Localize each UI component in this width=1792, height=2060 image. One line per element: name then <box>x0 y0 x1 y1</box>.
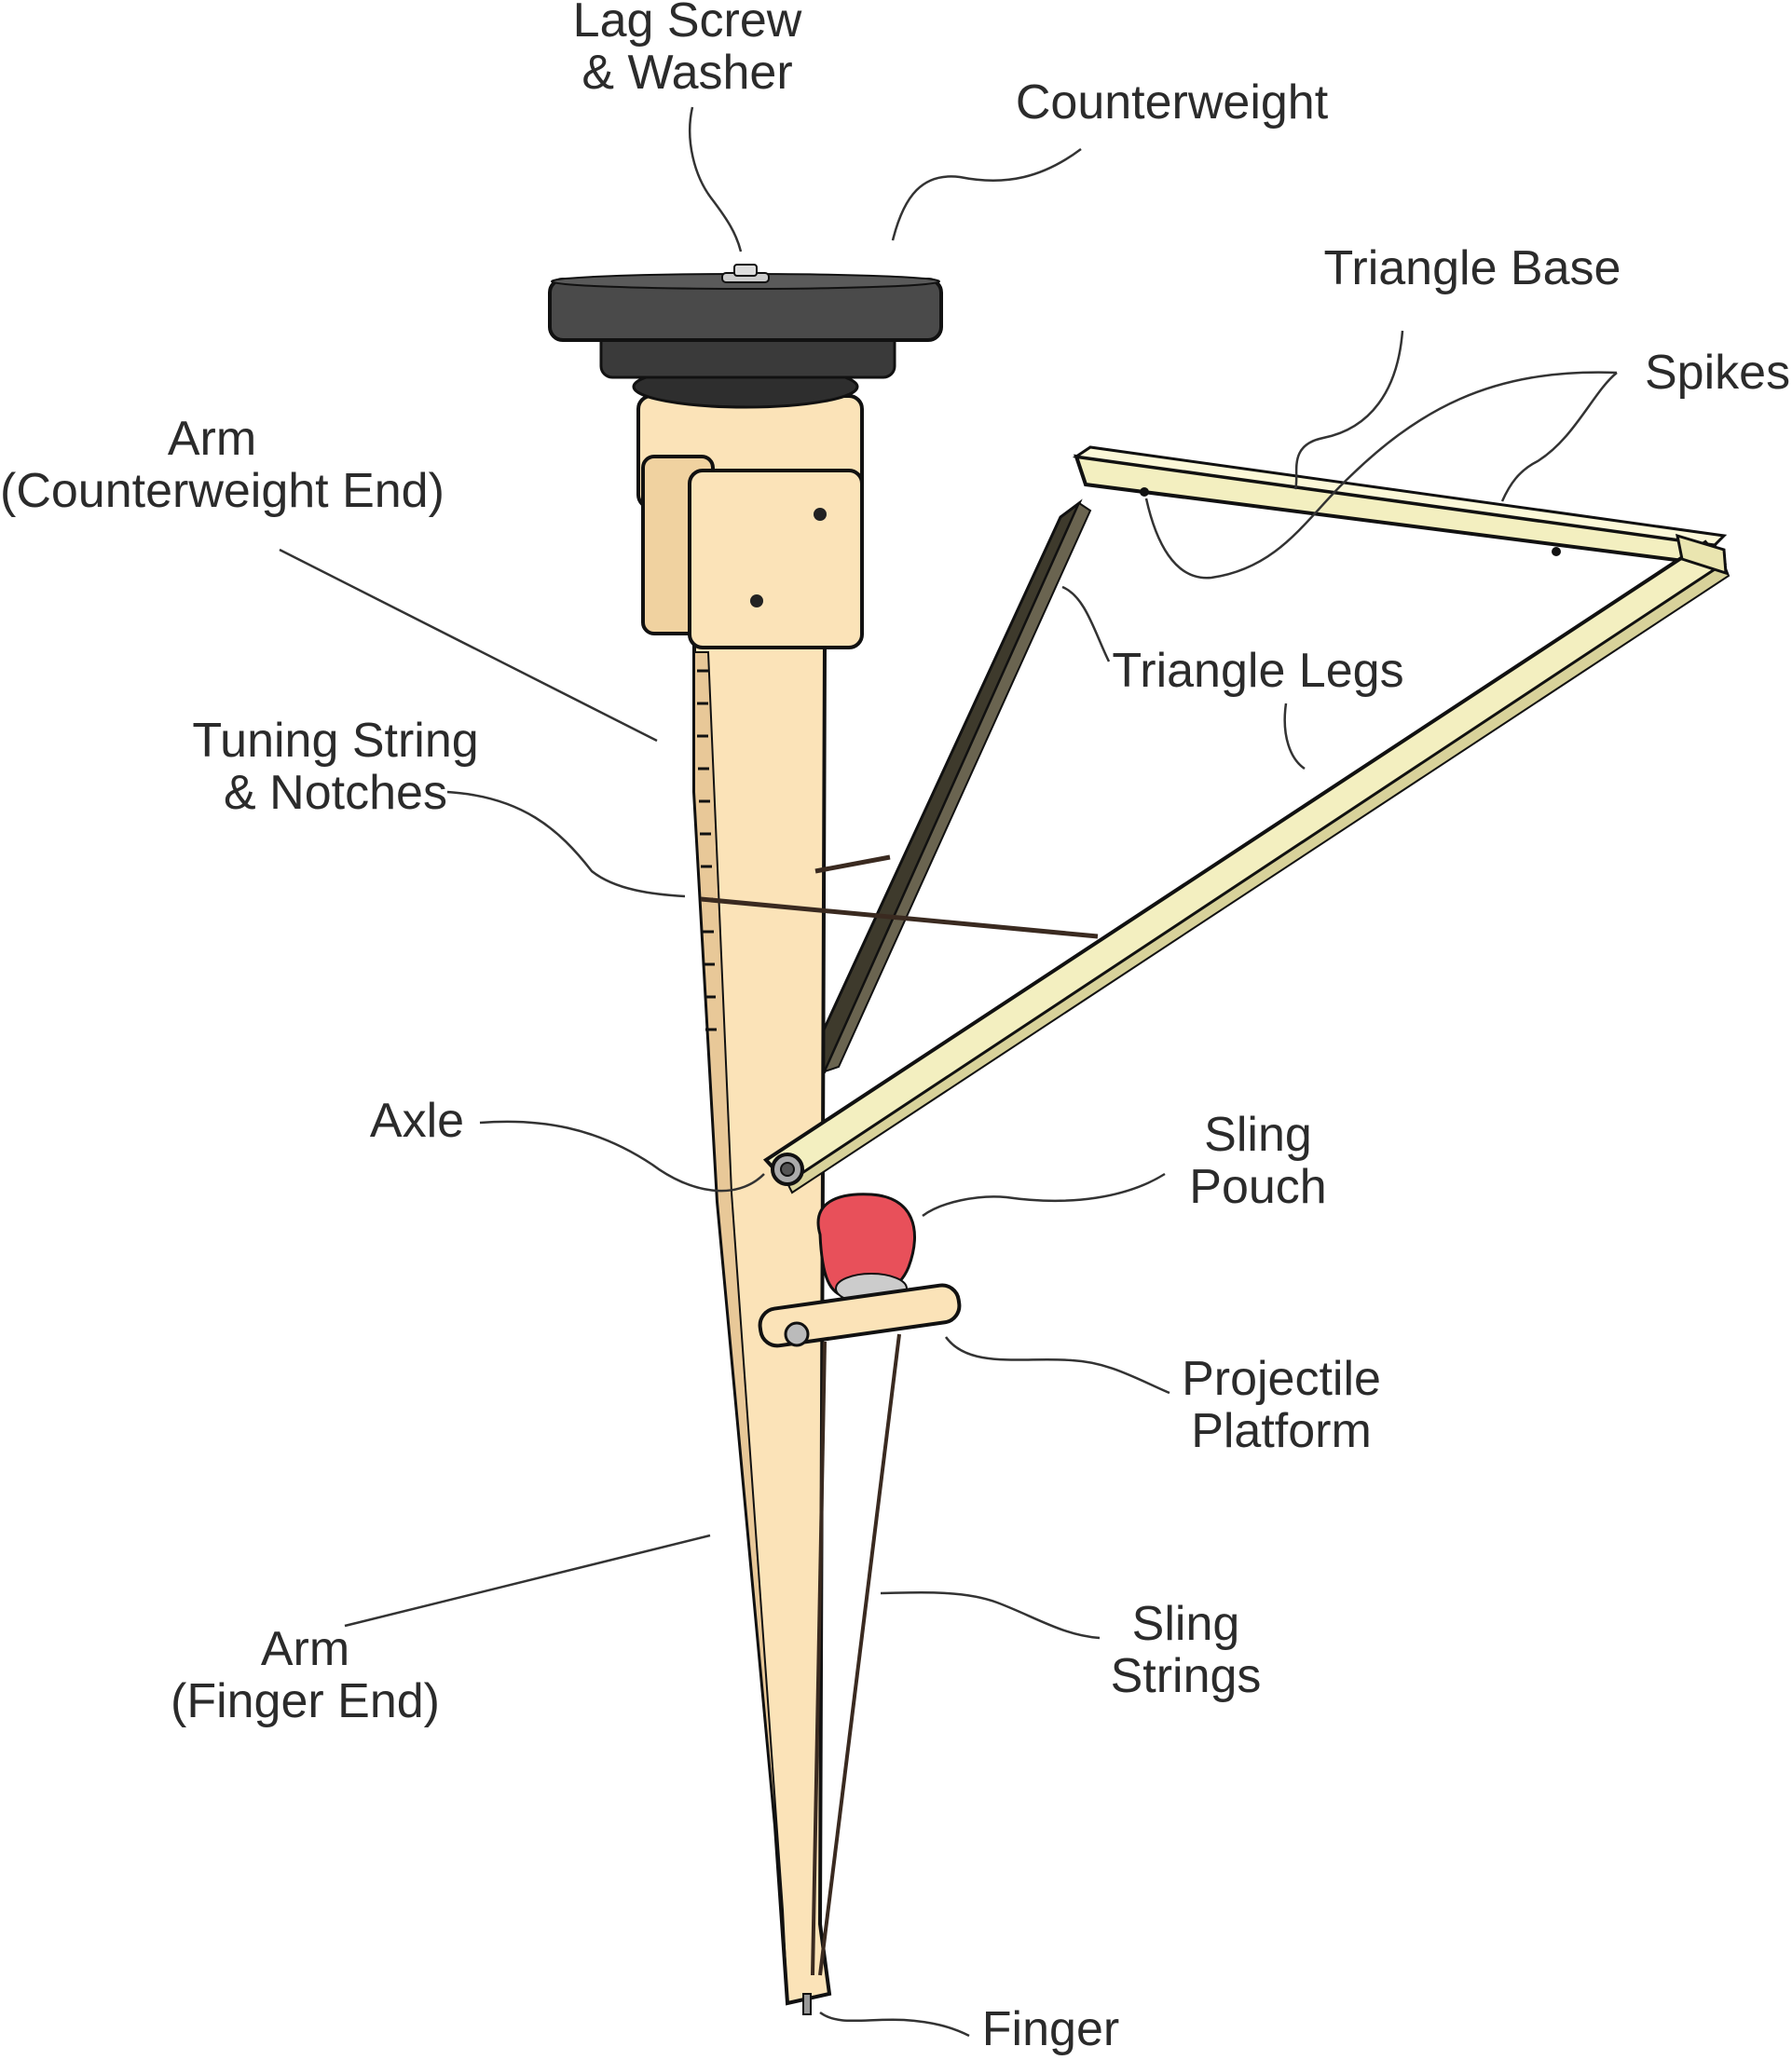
sling-string-1 <box>811 1341 827 1976</box>
leader-lines <box>279 106 1618 2038</box>
leader-triangle-legs-1 <box>1061 585 1111 662</box>
label-lag-screw: Lag Screw & Washer <box>572 0 802 100</box>
leader-arm-finger <box>344 1534 711 1628</box>
axle-nut <box>780 1162 795 1177</box>
label-finger: Finger <box>981 2002 1120 2056</box>
label-tuning-string: Tuning String & Notches <box>192 714 479 820</box>
label-sling-strings: Sling Strings <box>1110 1597 1262 1703</box>
label-triangle-base: Triangle Base <box>1323 241 1621 295</box>
leader-triangle-base <box>1293 330 1404 490</box>
finger-pin <box>802 1993 812 2015</box>
block-bolt-2 <box>750 594 763 607</box>
label-triangle-legs: Triangle Legs <box>1112 644 1404 698</box>
leader-sling-strings <box>880 1590 1101 1640</box>
leader-axle <box>479 1120 765 1193</box>
lag-screw-head <box>733 264 758 277</box>
label-arm-counterweight-end: Arm (Counterweight End) <box>0 412 445 518</box>
label-spikes: Spikes <box>1645 346 1791 400</box>
leader-spikes-2 <box>1144 371 1618 580</box>
label-arm-finger-end: Arm (Finger End) <box>171 1622 440 1728</box>
leader-platform <box>944 1336 1170 1395</box>
arm-top-block-front <box>688 469 864 649</box>
triangle-leg-back-highlight <box>823 501 1092 1073</box>
label-counterweight: Counterweight <box>1015 75 1329 130</box>
arm-side-shade <box>693 651 788 2004</box>
leader-arm-cw <box>279 548 658 743</box>
sling-string-2 <box>818 1333 901 1976</box>
label-axle: Axle <box>369 1094 465 1148</box>
leader-counterweight <box>891 147 1082 241</box>
tuning-string-back <box>814 854 891 874</box>
leader-lag-screw <box>689 106 743 252</box>
block-bolt-1 <box>814 508 827 521</box>
projectile-platform <box>758 1283 962 1348</box>
leader-finger <box>819 2011 970 2038</box>
triangle-base <box>1074 454 1718 566</box>
leader-triangle-legs-2 <box>1283 703 1306 771</box>
label-projectile-platform: Projectile Platform <box>1182 1352 1381 1458</box>
leader-spikes-1 <box>1500 372 1618 502</box>
spike-1 <box>1140 487 1149 497</box>
leader-tuning <box>446 790 686 898</box>
tuning-notches <box>697 669 717 1031</box>
triangle-corner <box>1676 533 1728 576</box>
tuning-string-main <box>700 896 1099 939</box>
wing-nut <box>784 1321 810 1347</box>
triangle-base-top <box>1072 445 1728 547</box>
leader-pouch <box>922 1172 1166 1218</box>
spike-2 <box>1552 547 1561 556</box>
label-sling-pouch: Sling Pouch <box>1189 1108 1327 1214</box>
